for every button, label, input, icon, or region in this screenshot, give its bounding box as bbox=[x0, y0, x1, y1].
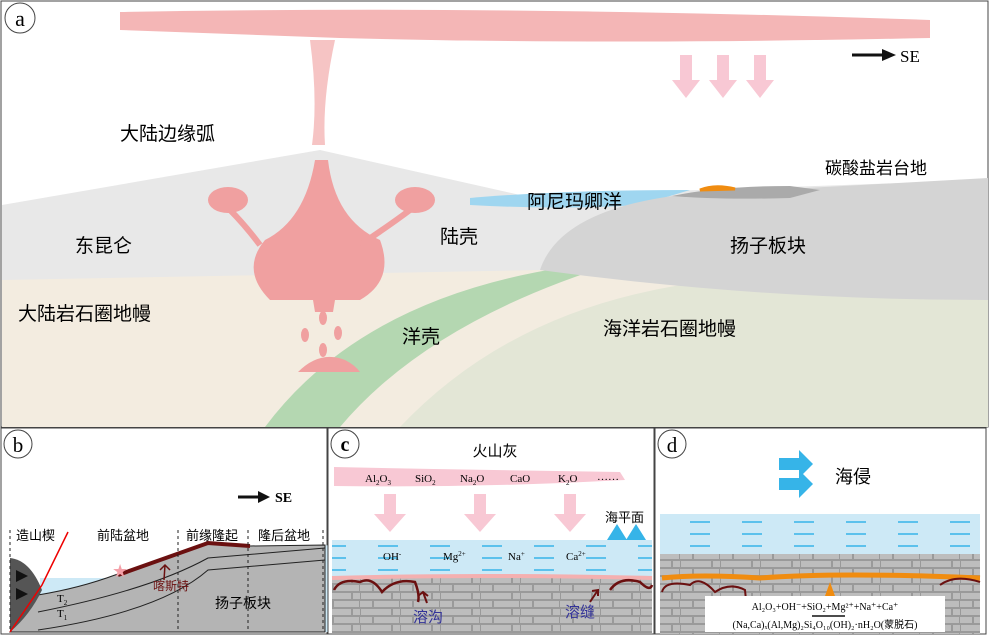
stratum-t2: T2 bbox=[57, 593, 68, 607]
sea-level-triangle-icon bbox=[607, 524, 646, 540]
svg-text:SE: SE bbox=[900, 47, 920, 66]
downward-arrows bbox=[672, 55, 774, 98]
label-continental-crust: 陆壳 bbox=[440, 226, 478, 248]
panel-d: 海侵 Al₂O₃+OH⁻+SiO₂+Mg²⁺+Na⁺+Ca⁺ (Na,Ca)ₓ(… bbox=[654, 427, 987, 635]
zone-forebulge: 前缘隆起 bbox=[186, 528, 238, 544]
label-yangtze: 扬子板块 bbox=[730, 235, 806, 257]
strata-line-2 bbox=[37, 559, 326, 631]
ash-fall-arrows bbox=[374, 494, 586, 532]
zone-orogenic-wedge: 造山楔 bbox=[16, 529, 55, 544]
platform-deposit bbox=[699, 185, 736, 192]
carbonate-platform bbox=[672, 186, 820, 199]
karst-paleosurface bbox=[332, 579, 654, 603]
water-lines bbox=[332, 543, 652, 575]
label-yangtze-b: 扬子板块 bbox=[215, 596, 271, 612]
zone-backbulge: 隆后盆地 bbox=[258, 529, 310, 544]
oxide-list: Al2O3 SiO2 Na2O CaO K2O …… bbox=[365, 471, 619, 487]
thrust-fault bbox=[9, 531, 69, 633]
label-carbonate-platform: 碳酸盐岩台地 bbox=[825, 159, 927, 179]
karst-arrow-icon bbox=[159, 563, 171, 581]
star-icon: ★ bbox=[112, 561, 128, 582]
ion-na: Na+ bbox=[508, 550, 525, 563]
label-oceanic-mantle: 海洋岩石圈地幔 bbox=[603, 318, 736, 340]
ion-list: OH- Mg2+ Na+ Ca2+ bbox=[383, 550, 586, 563]
panel-a: a SE 大陆边缘弧 东昆仑 陆壳 阿尼玛卿洋 碳酸盐岩台地 扬子板块 大陆岩石… bbox=[0, 0, 989, 428]
stratum-t1: T1 bbox=[57, 608, 68, 622]
label-ocean: 阿尼玛卿洋 bbox=[527, 191, 622, 213]
magma-system bbox=[120, 9, 930, 372]
label-solution-trench: 溶沟 bbox=[413, 608, 443, 626]
limestone bbox=[332, 578, 652, 633]
reaction-reactants: Al₂O₃+OH⁻+SiO₂+Mg²⁺+Na⁺+Ca⁺ bbox=[752, 602, 899, 613]
thrust-arrows-icon bbox=[16, 570, 28, 600]
panel-d-badge bbox=[657, 429, 687, 459]
panel-b: ★ 喀斯特 扬子板块 T2 T1 造山楔 前陆盆地 前缘隆起 隆后盆地 SE b bbox=[0, 427, 330, 635]
label-arc: 大陆边缘弧 bbox=[120, 123, 215, 145]
karst-surface-d bbox=[661, 577, 981, 601]
reaction-box bbox=[705, 596, 945, 632]
yangtze-strata bbox=[8, 542, 326, 633]
bentonite-layer bbox=[661, 572, 981, 581]
karst-arrows-icon bbox=[417, 588, 599, 604]
svg-text:SE: SE bbox=[275, 491, 292, 506]
strata-line-1 bbox=[37, 547, 326, 613]
yangtze-block bbox=[540, 178, 988, 300]
ion-oh: OH- bbox=[383, 550, 402, 563]
arrow-right-icon bbox=[882, 49, 896, 61]
label-sea-level: 海平面 bbox=[605, 511, 644, 526]
direction-arrow-a: SE bbox=[852, 47, 920, 66]
label-transgression: 海侵 bbox=[835, 467, 871, 488]
label-east-kunlun: 东昆仑 bbox=[75, 235, 132, 257]
oxide-na2o: Na2O bbox=[460, 473, 484, 487]
panel-a-letter: a bbox=[15, 6, 25, 31]
panel-c-badge bbox=[330, 429, 360, 459]
panel-b-badge bbox=[3, 429, 33, 459]
label-volcanic-ash: 火山灰 bbox=[472, 442, 517, 460]
karst-surface bbox=[117, 540, 251, 577]
panel-a-badge bbox=[4, 2, 36, 34]
arrow-right-icon bbox=[258, 491, 270, 503]
up-arrow-icon bbox=[825, 582, 835, 596]
oxide-al2o3: Al2O3 bbox=[365, 473, 391, 487]
zone-dividers bbox=[9, 530, 324, 632]
label-solution-fissure: 溶缝 bbox=[565, 603, 595, 621]
water-lines-d bbox=[660, 518, 980, 554]
panel-c: 火山灰 Al2O3 SiO2 Na2O CaO K2O …… 海平面 OH- M… bbox=[327, 427, 655, 635]
volcanic-ash-band bbox=[334, 467, 625, 487]
oxide-sio2: SiO2 bbox=[415, 473, 436, 487]
panel-c-letter: c bbox=[341, 434, 350, 456]
transgression-arrows-icon bbox=[779, 450, 813, 498]
panel-b-letter: b bbox=[13, 433, 24, 457]
ash-layer bbox=[331, 574, 653, 580]
oceanic-slab bbox=[265, 262, 620, 427]
label-oceanic-crust: 洋壳 bbox=[402, 326, 440, 348]
oceanic-mantle bbox=[400, 275, 988, 427]
ion-ca: Ca2+ bbox=[566, 550, 586, 563]
reaction-product: (Na,Ca)ₓ(Al,Mg)₂Si₄O₁₀(OH)₂·nH₂O(蒙脱石) bbox=[733, 618, 918, 631]
oxide-cao: CaO bbox=[510, 473, 530, 485]
direction-arrow-b: SE bbox=[238, 491, 292, 506]
zone-foreland-basin: 前陆盆地 bbox=[97, 528, 149, 544]
label-karst: 喀斯特 bbox=[153, 578, 189, 593]
oxide-k2o: K2O bbox=[558, 473, 577, 487]
ion-mg: Mg2+ bbox=[443, 550, 466, 563]
oxide-ellipsis: …… bbox=[597, 471, 619, 483]
label-continental-mantle: 大陆岩石圈地幔 bbox=[18, 303, 151, 325]
panel-d-letter: d bbox=[667, 433, 678, 457]
